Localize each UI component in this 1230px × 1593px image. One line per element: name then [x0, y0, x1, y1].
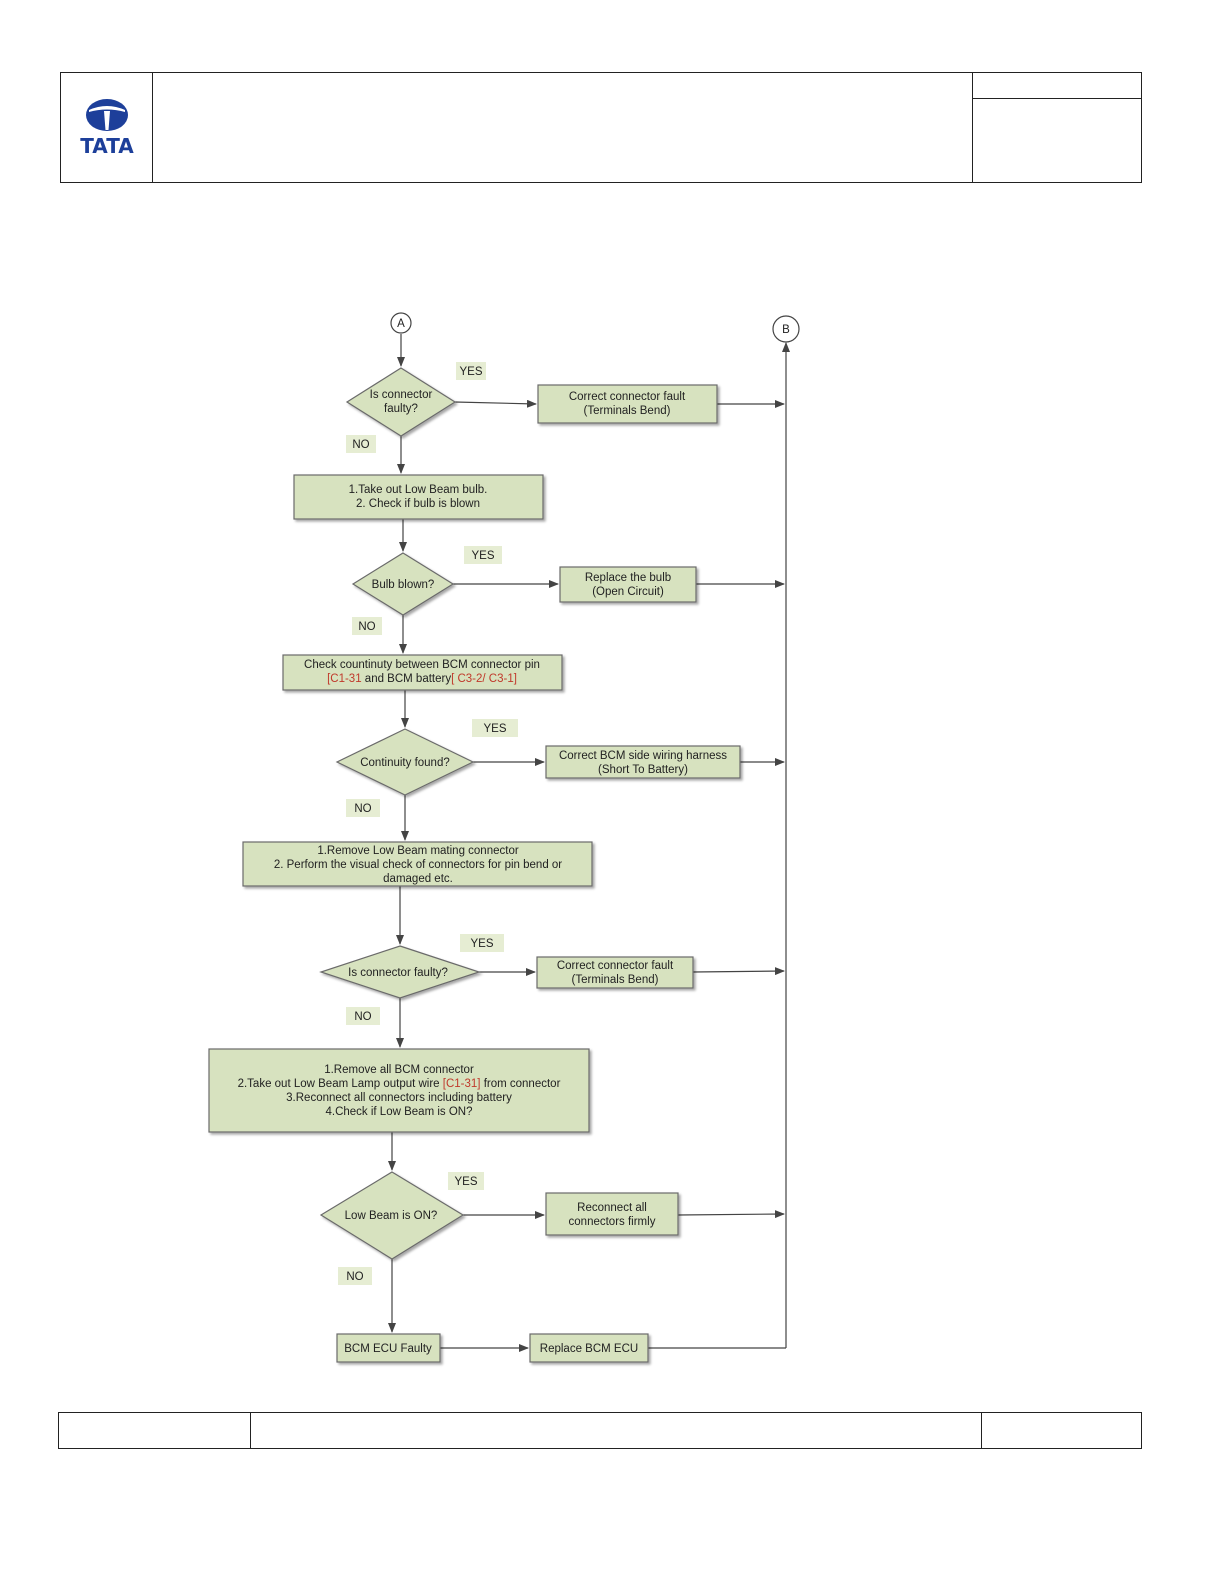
text-line: 2. Check if bulb is blown: [356, 498, 480, 510]
box-check-continuity-line1: Check countinuty between BCM connector p…: [304, 659, 540, 671]
text-line: Reconnect all: [577, 1202, 647, 1214]
text-line: Correct connector fault: [557, 960, 674, 972]
box-reconnect-connectors-text: Reconnect all connectors firmly: [569, 1202, 656, 1228]
yes-label: YES: [454, 1176, 477, 1188]
text-line: 1.Take out Low Beam bulb.: [349, 484, 488, 496]
box-bcm-ecu-faulty: [336, 1333, 441, 1363]
pin-mid-text: and BCM battery: [362, 673, 452, 685]
pin-c1-31: [C1-31: [327, 673, 362, 685]
box-remove-all-bcm-line2: 2.Take out Low Beam Lamp output wire [C1…: [238, 1078, 561, 1090]
footer-right-cell: [981, 1412, 1142, 1449]
text-line: Is connector: [370, 389, 433, 401]
footer-left-cell: [58, 1412, 251, 1449]
logo: TATA: [62, 74, 152, 182]
yes-label: YES: [470, 938, 493, 950]
yes-label: YES: [459, 366, 482, 378]
connector-a: [390, 312, 412, 334]
pin-c1-31-output: [C1-31]: [443, 1078, 481, 1090]
box-remove-mating-connector-text: 1.Remove Low Beam mating connector 2. Per…: [274, 845, 562, 885]
text-line: (Terminals Bend): [572, 974, 659, 986]
box-correct-connector-2-text: Correct connector fault (Terminals Bend): [557, 960, 674, 986]
text-line: 2. Perform the visual check of connector…: [274, 859, 562, 871]
decision-connector-faulty-2: [319, 945, 481, 999]
decision-connector-faulty-1: [345, 367, 457, 437]
decision-continuity-found: [335, 728, 475, 796]
logo-text: TATA: [80, 134, 134, 158]
text-line: (Terminals Bend): [584, 405, 671, 417]
box-correct-bcm-wiring-text: Correct BCM side wiring harness (Short To…: [559, 750, 727, 776]
box-remove-mating-connector: [242, 841, 593, 887]
box-correct-bcm-wiring: [545, 745, 741, 779]
header-logo-cell: [60, 72, 153, 183]
text-line: Replace the bulb: [585, 572, 671, 584]
box-bcm-ecu-faulty-text: BCM ECU Faulty: [344, 1343, 432, 1355]
box-correct-connector-1: [537, 384, 718, 424]
line2-part-a: 2.Take out Low Beam Lamp output wire: [238, 1078, 443, 1090]
box-check-continuity: [282, 654, 563, 691]
text-line: Continuity found?: [360, 757, 450, 769]
text-line: Correct connector fault: [569, 391, 686, 403]
box-replace-bulb-text: Replace the bulb (Open Circuit): [585, 572, 671, 598]
text-line: Correct BCM side wiring harness: [559, 750, 727, 762]
yes-label: YES: [471, 550, 494, 562]
no-label: NO: [354, 803, 371, 815]
decision-connector-faulty-2-text: Is connector faulty?: [348, 967, 448, 979]
box-remove-all-bcm-line3: 3.Reconnect all connectors including bat…: [286, 1092, 512, 1104]
yes-label: YES: [483, 723, 506, 735]
box-remove-all-bcm-line1: 1.Remove all BCM connector: [324, 1064, 474, 1076]
text-line: faulty?: [384, 403, 418, 415]
text-line: (Short To Battery): [598, 764, 688, 776]
box-take-out-bulb: [293, 474, 544, 520]
box-correct-connector-2: [536, 956, 694, 989]
box-take-out-bulb-text: 1.Take out Low Beam bulb. 2. Check if bul…: [349, 484, 488, 510]
text-line: Bulb blown?: [372, 579, 435, 591]
decision-bulb-blown: [351, 552, 455, 616]
box-replace-bulb: [559, 566, 697, 603]
no-label: NO: [358, 621, 375, 633]
no-label: NO: [352, 439, 369, 451]
text-line: Replace BCM ECU: [540, 1343, 638, 1355]
box-check-continuity-line2: [C1-31 and BCM battery[ C3-2/ C3-1]: [327, 673, 517, 685]
text-line: damaged etc.: [383, 873, 453, 885]
box-reconnect-connectors: [545, 1192, 679, 1236]
text-line: (Open Circuit): [592, 586, 664, 598]
text-line: Low Beam is ON?: [345, 1210, 438, 1222]
connector-b-label: B: [782, 324, 790, 336]
branch-labels: [338, 362, 518, 1285]
line2-part-b: from connector: [481, 1078, 561, 1090]
no-label: NO: [354, 1011, 371, 1023]
box-replace-bcm-ecu-text: Replace BCM ECU: [540, 1343, 638, 1355]
edges: [388, 334, 786, 1352]
box-remove-all-bcm-line4: 4.Check if Low Beam is ON?: [325, 1106, 472, 1118]
decision-low-beam-on-text: Low Beam is ON?: [345, 1210, 438, 1222]
box-correct-connector-1-text: Correct connector fault (Terminals Bend): [569, 391, 686, 417]
box-replace-bcm-ecu: [529, 1333, 649, 1363]
decision-bulb-blown-text: Bulb blown?: [372, 579, 435, 591]
branch-label-texts: YES NO YES NO YES NO YES NO YES NO: [346, 366, 506, 1283]
nodes: [208, 367, 741, 1363]
text-line: 1.Remove Low Beam mating connector: [317, 845, 519, 857]
text-line: BCM ECU Faulty: [344, 1343, 432, 1355]
tata-logo-icon: [86, 99, 128, 131]
decision-continuity-found-text: Continuity found?: [360, 757, 450, 769]
pin-c3: [ C3-2/ C3-1]: [451, 673, 517, 685]
connector-a-label: A: [397, 318, 405, 330]
decision-low-beam-on: [319, 1171, 465, 1260]
box-remove-all-bcm: [208, 1048, 590, 1133]
text-line: Is connector faulty?: [348, 967, 448, 979]
header-right-top-cell: [972, 72, 1142, 99]
decision-connector-faulty-1-text: Is connector faulty?: [370, 389, 433, 415]
no-label: NO: [346, 1271, 363, 1283]
text-line: connectors firmly: [569, 1216, 656, 1228]
